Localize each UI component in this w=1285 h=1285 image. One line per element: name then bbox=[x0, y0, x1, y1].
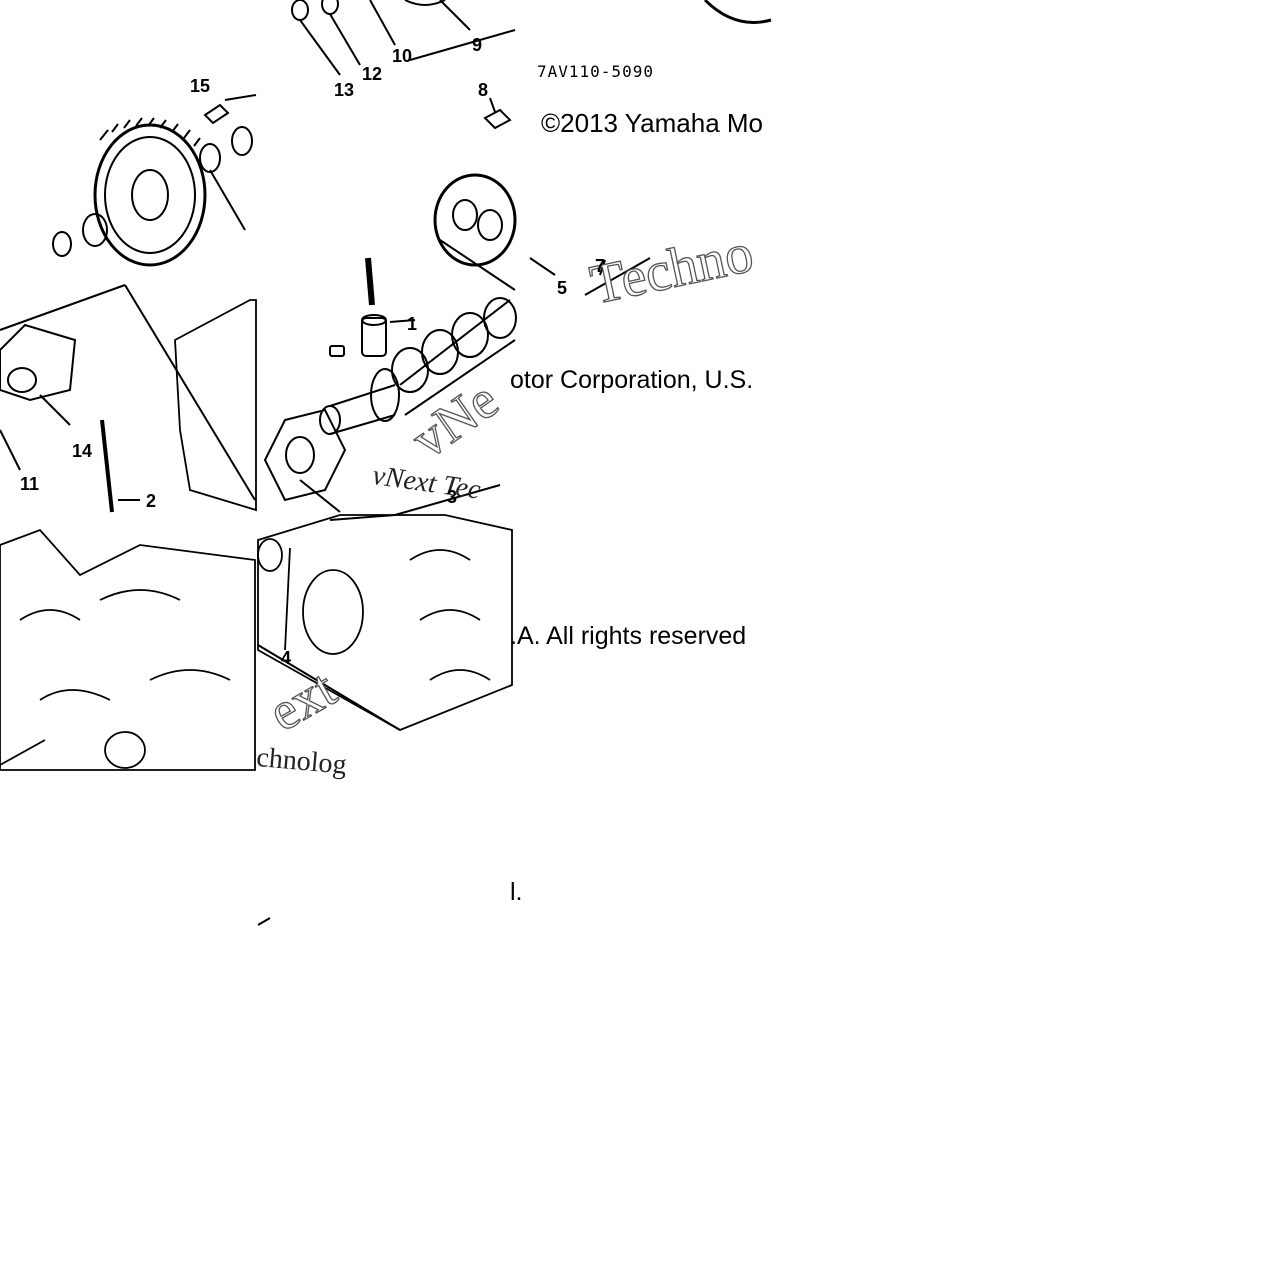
copyright-line-4: l. bbox=[510, 878, 523, 906]
callout-4: 4 bbox=[281, 648, 292, 668]
spacer-part bbox=[82, 213, 108, 247]
copyright-line-2: otor Corporation, U.S. bbox=[510, 366, 754, 394]
copyright-line-3: .A. All rights reserved bbox=[510, 622, 747, 650]
copyright-line-1: ©2013 Yamaha Mo bbox=[541, 108, 764, 138]
cover-plate bbox=[263, 408, 347, 502]
callout-5: 5 bbox=[557, 278, 568, 298]
callout-1: 1 bbox=[407, 314, 418, 334]
callout-3: 3 bbox=[447, 487, 458, 507]
camshaft bbox=[319, 297, 517, 435]
engine-block-right bbox=[257, 514, 513, 731]
callout-8: 8 bbox=[478, 80, 489, 100]
callout-12: 12 bbox=[362, 64, 383, 84]
gear-fragment-top-right bbox=[703, 0, 772, 24]
tappet-housing bbox=[0, 323, 77, 471]
push-rod-and-lifter bbox=[329, 257, 416, 357]
washer-12 bbox=[321, 0, 339, 15]
cam-gear bbox=[433, 173, 517, 291]
washer-13 bbox=[291, 0, 309, 21]
bushing-part bbox=[199, 143, 221, 173]
engine-block-left bbox=[0, 299, 257, 771]
callout-10: 10 bbox=[392, 46, 413, 66]
bolt-8 bbox=[483, 108, 512, 130]
callout-15: 15 bbox=[190, 76, 211, 96]
bolt-15 bbox=[203, 103, 230, 125]
washer-part bbox=[231, 126, 253, 156]
callout-2: 2 bbox=[146, 491, 157, 511]
large-gear-left bbox=[93, 117, 207, 267]
callout-13: 13 bbox=[334, 80, 355, 100]
rod-2 bbox=[100, 419, 114, 513]
part-code: 7AV110-5090 bbox=[537, 62, 654, 81]
callout-9: 9 bbox=[472, 35, 483, 55]
callout-11: 11 bbox=[20, 474, 40, 494]
callout-7: 7 bbox=[595, 256, 606, 276]
washer-part-small bbox=[52, 231, 72, 257]
callout-14: 14 bbox=[72, 441, 93, 461]
